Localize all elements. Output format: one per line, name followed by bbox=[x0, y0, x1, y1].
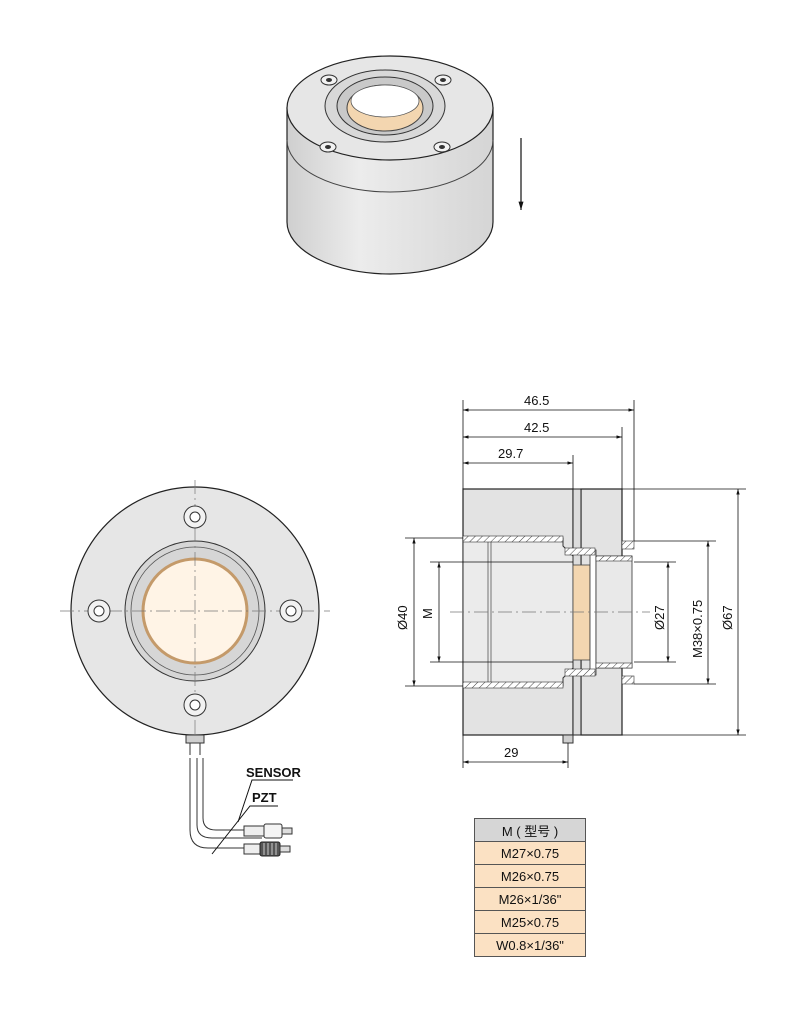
model-row: M27×0.75 bbox=[474, 841, 586, 865]
front-view bbox=[60, 480, 330, 755]
dim-42-5: 42.5 bbox=[524, 420, 549, 435]
sensor-leader bbox=[237, 779, 293, 823]
dim-29-7: 29.7 bbox=[498, 446, 523, 461]
dim-m: M bbox=[420, 608, 435, 619]
model-row: M26×0.75 bbox=[474, 864, 586, 888]
dim-dia67: Ø67 bbox=[720, 605, 735, 630]
pzt-label: PZT bbox=[252, 790, 277, 805]
isometric-view bbox=[286, 55, 494, 275]
dim-29: 29 bbox=[504, 745, 518, 760]
model-table-header: M ( 型号 ) bbox=[474, 818, 586, 842]
dim-46-5: 46.5 bbox=[524, 393, 549, 408]
model-row: M26×1/36" bbox=[474, 887, 586, 911]
dim-dia40: Ø40 bbox=[395, 605, 410, 630]
dim-dia27: Ø27 bbox=[652, 605, 667, 630]
section-view bbox=[450, 488, 650, 744]
model-table: M ( 型号 ) M27×0.75 M26×0.75 M26×1/36" M25… bbox=[474, 818, 586, 957]
model-row: W0.8×1/36" bbox=[474, 933, 586, 957]
mount-hole-icon bbox=[87, 505, 303, 717]
model-row: M25×0.75 bbox=[474, 910, 586, 934]
pzt-leader bbox=[211, 805, 278, 855]
dim-thread: M38×0.75 bbox=[690, 600, 705, 658]
cable-assembly: SENSOR PZT bbox=[189, 758, 302, 857]
dimension-lines bbox=[405, 400, 746, 768]
mount-screw-icon bbox=[319, 74, 452, 153]
sensor-label: SENSOR bbox=[246, 765, 302, 780]
